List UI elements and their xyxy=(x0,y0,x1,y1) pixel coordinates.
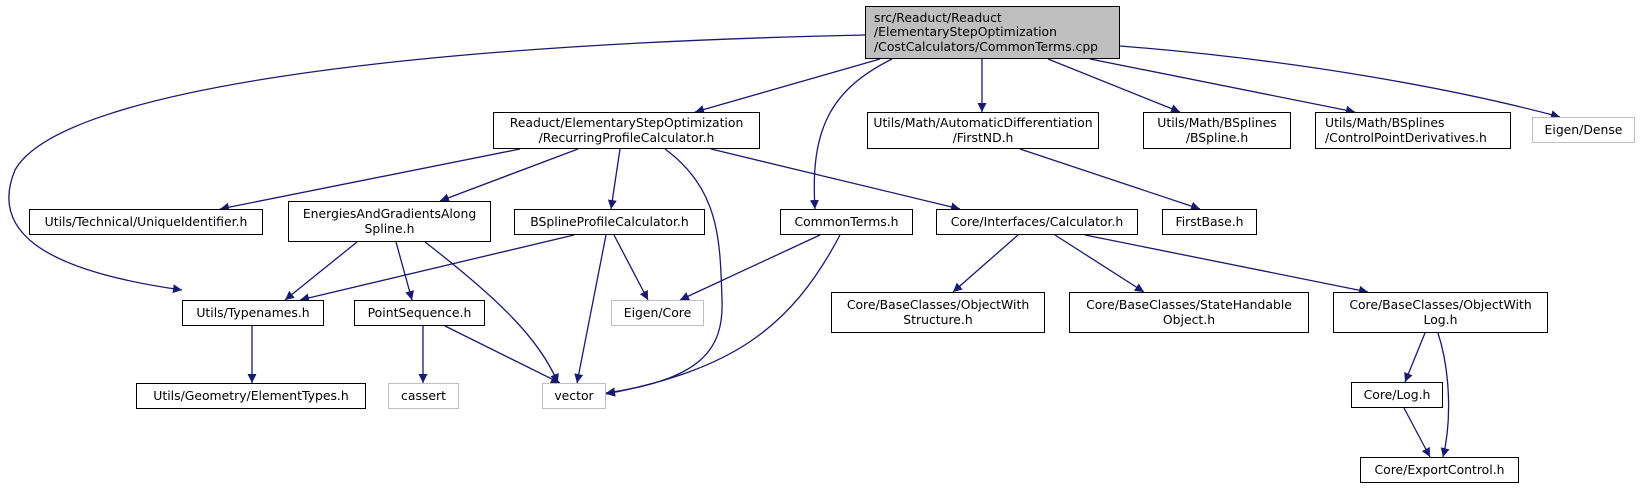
node-label-line: Core/BaseClasses/ObjectWith xyxy=(1349,297,1532,312)
node-bspline[interactable]: Utils/Math/BSplines /BSpline.h xyxy=(1143,112,1291,149)
edge-commonterms-to-vector xyxy=(605,234,841,397)
node-label-line: Utils/Math/BSplines xyxy=(1157,115,1277,130)
node-core-log[interactable]: Core/Log.h xyxy=(1351,382,1443,408)
edge-recurring-to-calculator xyxy=(710,148,961,212)
node-label-line: src/Readuct/Readuct xyxy=(874,9,1002,25)
node-label-line: cassert xyxy=(401,387,446,403)
edge-recurring-to-vector xyxy=(605,148,723,397)
node-label-line: Log.h xyxy=(1423,311,1458,327)
node-label-line: FirstBase.h xyxy=(1175,213,1244,229)
edge-energies-to-typenames xyxy=(284,241,358,301)
edge-calculator-to-statehand xyxy=(1054,234,1145,293)
node-label-line: Core/ExportControl.h xyxy=(1374,461,1505,477)
edge-bsplineprof-to-vector xyxy=(574,234,607,384)
node-label-line: Utils/Technical/UniqueIdentifier.h xyxy=(44,213,248,229)
edge-root-to-typenames xyxy=(8,34,866,294)
edge-calculator-to-objlog xyxy=(1084,234,1369,295)
node-label-line: Core/Log.h xyxy=(1363,386,1431,402)
node-label-line: CommonTerms.h xyxy=(794,213,899,229)
edge-recurring-to-uniqueid xyxy=(219,148,521,212)
node-control-point-derivatives[interactable]: Utils/Math/BSplines /ControlPointDerivat… xyxy=(1315,112,1511,149)
node-label-line: Readuct/ElementaryStepOptimization xyxy=(509,115,744,130)
edge-commonterms-to-eigencore xyxy=(679,234,821,301)
edge-root-to-recurring xyxy=(694,58,881,114)
node-recurring-profile-calculator[interactable]: Readuct/ElementaryStepOptimization /Recu… xyxy=(493,112,760,149)
node-label-line: Utils/Typenames.h xyxy=(196,304,310,320)
node-label-line: EnergiesAndGradientsAlong xyxy=(302,206,477,221)
node-label-line: /BSpline.h xyxy=(1185,129,1249,145)
node-element-types[interactable]: Utils/Geometry/ElementTypes.h xyxy=(136,383,366,409)
node-eigen-core: Eigen/Core xyxy=(611,300,704,326)
node-energies-and-gradients[interactable]: EnergiesAndGradientsAlong Spline.h xyxy=(288,201,491,242)
edge-bsplineprof-to-typenames xyxy=(299,234,575,303)
node-state-handable-object[interactable]: Core/BaseClasses/StateHandable Object.h xyxy=(1069,292,1309,333)
edge-bsplineprof-to-eigencore xyxy=(613,234,649,301)
node-label-line: Spline.h xyxy=(364,220,415,236)
node-calculator[interactable]: Core/Interfaces/Calculator.h xyxy=(936,209,1138,235)
node-typenames[interactable]: Utils/Typenames.h xyxy=(182,300,324,326)
node-label-line: vector xyxy=(554,387,594,403)
node-label-line: Utils/Math/AutomaticDifferentiation xyxy=(873,115,1093,130)
node-object-with-log[interactable]: Core/BaseClasses/ObjectWith Log.h xyxy=(1333,292,1548,333)
edge-root-to-cpd xyxy=(1089,58,1356,115)
edge-pointseq-to-vector xyxy=(444,325,561,384)
node-label-line: /RecurringProfileCalculator.h xyxy=(538,129,715,145)
node-label-line: /ControlPointDerivatives.h xyxy=(1325,129,1487,145)
node-first-nd[interactable]: Utils/Math/AutomaticDifferentiation /Fir… xyxy=(867,112,1099,149)
node-label-line: PointSequence.h xyxy=(367,304,472,320)
node-bspline-profile-calculator[interactable]: BSplineProfileCalculator.h xyxy=(514,209,705,235)
node-label-line: /CostCalculators/CommonTerms.cpp xyxy=(874,38,1099,54)
edge-root-to-commonterms xyxy=(809,58,893,210)
edge-objlog-to-corelog xyxy=(1404,332,1426,383)
edge-corelog-to-exportctl xyxy=(1403,407,1431,458)
node-first-base[interactable]: FirstBase.h xyxy=(1162,209,1257,235)
node-vector: vector xyxy=(542,383,606,409)
edge-root-to-bspline xyxy=(1047,58,1181,113)
node-export-control[interactable]: Core/ExportControl.h xyxy=(1360,457,1519,483)
node-common-terms-h[interactable]: CommonTerms.h xyxy=(780,209,913,235)
node-label-line: BSplineProfileCalculator.h xyxy=(530,213,689,229)
edge-recurring-to-bsplineprof xyxy=(607,148,621,210)
node-label-line: Eigen/Dense xyxy=(1544,121,1623,137)
node-label-line: Eigen/Core xyxy=(623,304,692,320)
node-label-line: Utils/Geometry/ElementTypes.h xyxy=(153,387,349,403)
node-label-line: Utils/Math/BSplines xyxy=(1325,115,1445,130)
edge-energies-to-pointseq xyxy=(395,241,414,301)
edge-calculator-to-objstruct xyxy=(952,234,1019,293)
node-label-line: Core/Interfaces/Calculator.h xyxy=(950,213,1124,229)
node-label-line: Core/BaseClasses/StateHandable xyxy=(1086,297,1292,312)
node-label-line: Object.h xyxy=(1162,311,1216,327)
node-cassert: cassert xyxy=(388,383,459,409)
node-label-line: /FirstND.h xyxy=(952,129,1014,145)
node-label-line: Structure.h xyxy=(903,311,973,327)
node-eigen-dense: Eigen/Dense xyxy=(1532,117,1635,143)
edge-energies-to-vector xyxy=(424,241,559,384)
edge-recurring-to-energies xyxy=(439,148,579,203)
node-object-with-structure[interactable]: Core/BaseClasses/ObjectWith Structure.h xyxy=(831,292,1045,333)
edge-firstnd-to-firstbase xyxy=(1019,148,1201,211)
node-label-line: /ElementaryStepOptimization xyxy=(874,24,1057,40)
edge-objlog-to-exportctl xyxy=(1437,332,1450,458)
edge-root-to-eigendense xyxy=(1119,45,1561,119)
node-point-sequence[interactable]: PointSequence.h xyxy=(354,300,485,326)
node-label-line: Core/BaseClasses/ObjectWith xyxy=(846,297,1030,312)
node-unique-identifier[interactable]: Utils/Technical/UniqueIdentifier.h xyxy=(29,209,263,235)
node-root-commonterms-cpp[interactable]: src/Readuct/Readuct /ElementaryStepOptim… xyxy=(865,6,1120,59)
